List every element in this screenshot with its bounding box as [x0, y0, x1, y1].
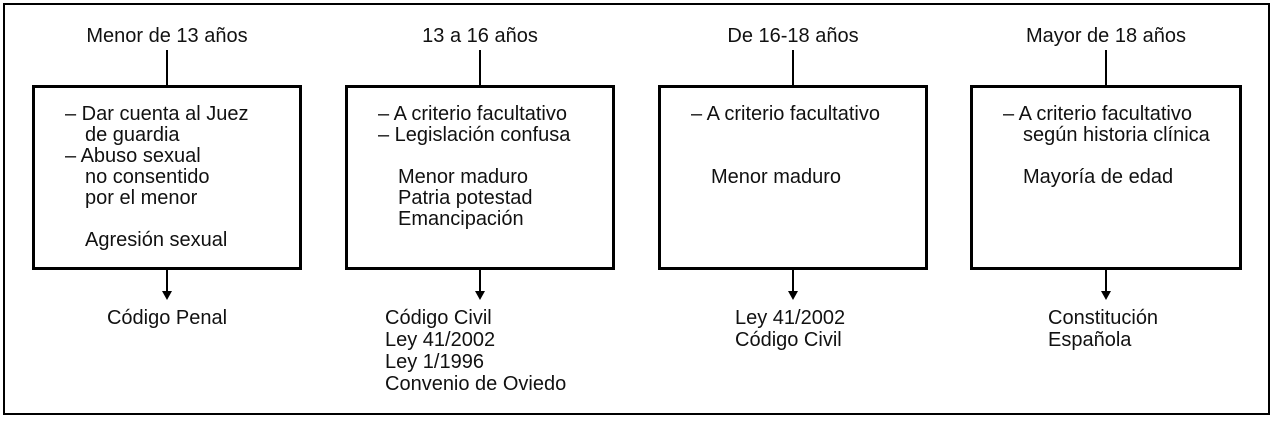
criteria-line: Menor maduro — [711, 166, 842, 188]
criteria-line: de guardia — [85, 124, 180, 146]
arrow-head — [1101, 291, 1111, 300]
legal-reference-line: Española — [1048, 329, 1132, 351]
legal-reference-line: Constitución — [1048, 307, 1159, 329]
legal-references: Código Civil Ley 41/2002 Ley 1/1996 Conv… — [385, 307, 566, 395]
legal-references: Código Penal — [32, 307, 302, 329]
connector-line — [1105, 50, 1107, 85]
column-13-a-16: 13 a 16 años – A criterio facultativo – … — [345, 0, 615, 422]
age-group-label: Mayor de 18 años — [1025, 25, 1187, 47]
criteria-box: – Dar cuenta al Juez de guardia – Abuso … — [32, 85, 302, 270]
down-arrow-icon — [788, 270, 798, 300]
arrow-head — [162, 291, 172, 300]
criteria-line: Patria potestad — [398, 187, 533, 209]
criteria-line: – Legislación confusa — [378, 124, 571, 146]
arrow-shaft — [792, 270, 794, 292]
legal-references: Constitución Española — [1048, 307, 1158, 351]
criteria-line-blank — [661, 146, 925, 167]
criteria-box: – A criterio facultativo – Legislación c… — [345, 85, 615, 270]
criteria-line: – Abuso sexual — [65, 145, 201, 167]
arrow-head — [788, 291, 798, 300]
criteria-line: Mayoría de edad — [1023, 166, 1174, 188]
criteria-line-blank — [35, 209, 299, 230]
criteria-line: no consentido — [85, 166, 210, 188]
age-group-label: De 16-18 años — [727, 25, 859, 47]
down-arrow-icon — [1101, 270, 1111, 300]
criteria-line-blank — [661, 125, 925, 146]
legal-reference-line: Código Civil — [735, 329, 842, 351]
age-group-label: Menor de 13 años — [86, 25, 248, 47]
legal-reference-line: Ley 41/2002 — [385, 329, 496, 351]
arrow-shaft — [166, 270, 168, 292]
legal-reference-line: Convenio de Oviedo — [385, 373, 567, 395]
criteria-line: Menor maduro — [398, 166, 529, 188]
connector-line — [479, 50, 481, 85]
criteria-line: Agresión sexual — [85, 229, 228, 251]
legal-reference-line: Ley 41/2002 — [735, 307, 846, 329]
arrow-head — [475, 291, 485, 300]
criteria-line: – A criterio facultativo — [1003, 103, 1192, 125]
criteria-box: – A criterio facultativo según historia … — [970, 85, 1242, 270]
legal-reference-line: Código Penal — [106, 307, 228, 329]
diagram-border — [3, 3, 1270, 415]
criteria-line: Emancipación — [398, 208, 524, 230]
column-16-18: De 16-18 años – A criterio facultativo M… — [658, 0, 928, 422]
down-arrow-icon — [162, 270, 172, 300]
legal-reference-line: Código Civil — [385, 307, 492, 329]
legal-reference-line: Ley 1/1996 — [385, 351, 484, 373]
column-mayor-de-18: Mayor de 18 años – A criterio facultativ… — [970, 0, 1242, 422]
connector-line — [166, 50, 168, 85]
criteria-line-blank — [348, 146, 612, 167]
criteria-box: – A criterio facultativo Menor maduro — [658, 85, 928, 270]
column-menor-de-13: Menor de 13 años – Dar cuenta al Juez de… — [32, 0, 302, 422]
criteria-line: – A criterio facultativo — [378, 103, 567, 125]
age-group-label: 13 a 16 años — [422, 25, 538, 47]
arrow-shaft — [1105, 270, 1107, 292]
criteria-line: – A criterio facultativo — [691, 103, 880, 125]
down-arrow-icon — [475, 270, 485, 300]
criteria-line: – Dar cuenta al Juez — [65, 103, 249, 125]
arrow-shaft — [479, 270, 481, 292]
criteria-line-blank — [973, 146, 1239, 167]
criteria-line: por el menor — [85, 187, 198, 209]
criteria-line: según historia clínica — [1023, 124, 1210, 146]
connector-line — [792, 50, 794, 85]
legal-references: Ley 41/2002 Código Civil — [735, 307, 845, 351]
